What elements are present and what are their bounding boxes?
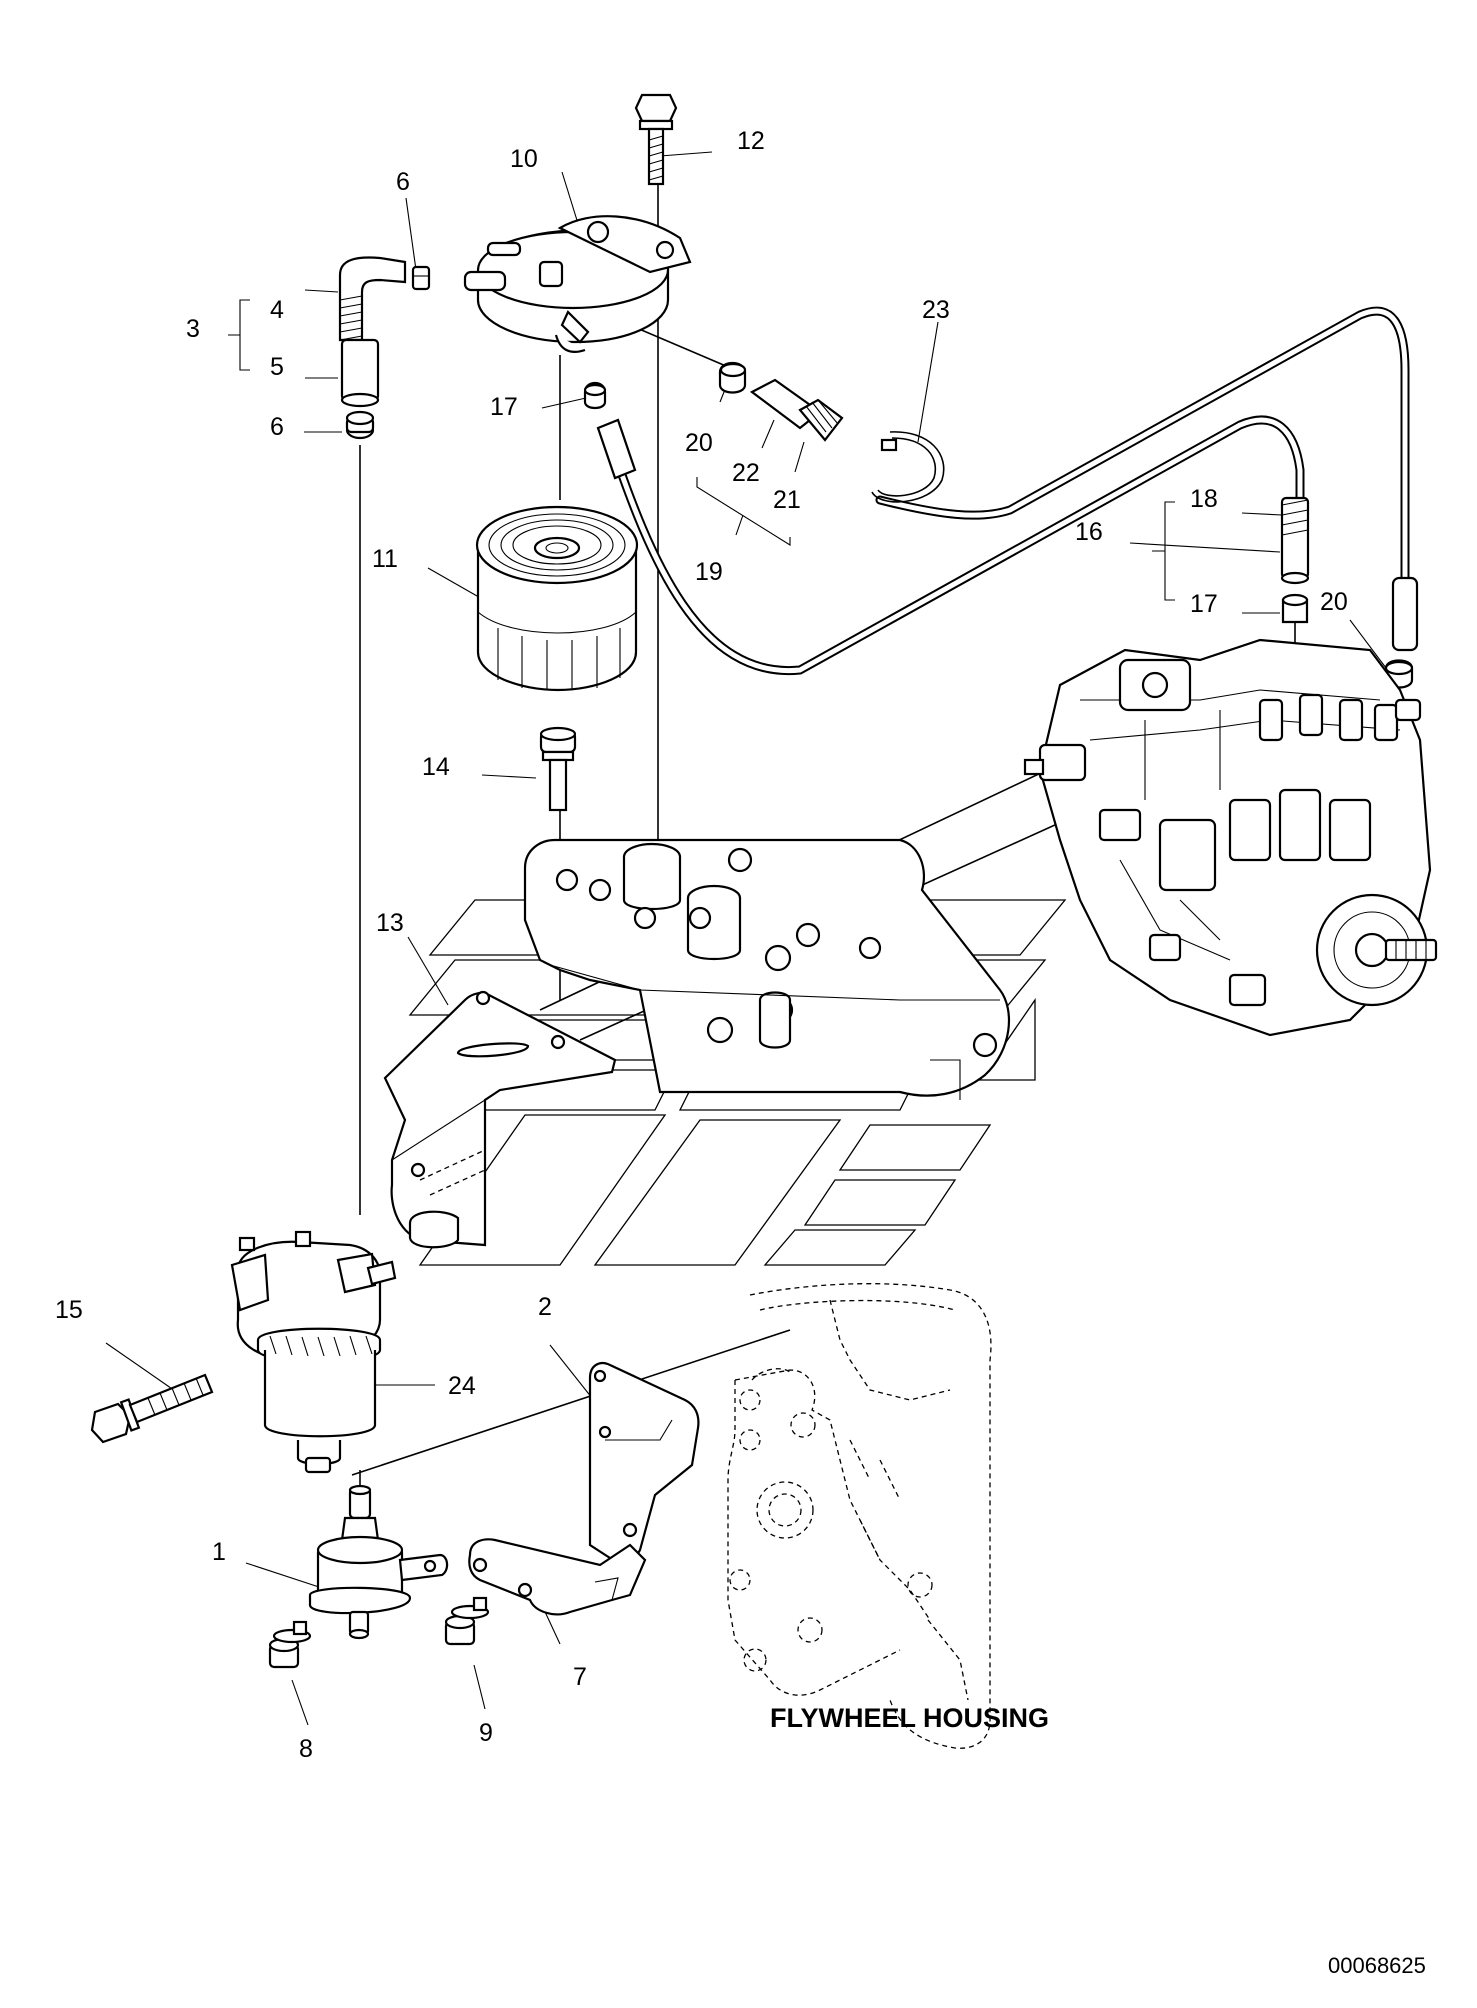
callout-21: 21 bbox=[773, 486, 801, 514]
callout-15: 15 bbox=[55, 1296, 83, 1324]
callout-6-lower: 6 bbox=[270, 413, 284, 441]
callout-1: 1 bbox=[212, 1538, 226, 1566]
flywheel-housing bbox=[727, 1283, 992, 1749]
clamp-17-upper bbox=[583, 381, 607, 410]
hose-stub-right bbox=[1391, 576, 1419, 652]
hose-assembly-3 bbox=[338, 256, 407, 408]
hose-18 bbox=[1280, 496, 1310, 585]
callout-4: 4 bbox=[270, 296, 284, 324]
bracket-13 bbox=[383, 990, 617, 1249]
engine-manifold bbox=[523, 838, 1011, 1100]
callout-23: 23 bbox=[922, 296, 950, 324]
bolt-8 bbox=[268, 1620, 312, 1669]
callout-8: 8 bbox=[299, 1735, 313, 1763]
callout-6-upper: 6 bbox=[396, 168, 410, 196]
callout-12: 12 bbox=[737, 127, 765, 155]
callout-17-lower: 17 bbox=[1190, 590, 1218, 618]
injection-pump bbox=[1023, 638, 1438, 1037]
callout-10: 10 bbox=[510, 145, 538, 173]
callout-9: 9 bbox=[479, 1719, 493, 1747]
bolt-14 bbox=[539, 726, 577, 812]
fuel-line-16 bbox=[605, 306, 1410, 676]
callout-7: 7 bbox=[573, 1663, 587, 1691]
clamp-20-upper bbox=[718, 361, 747, 394]
filter-cartridge-11 bbox=[475, 505, 639, 692]
callout-18: 18 bbox=[1190, 485, 1218, 513]
clamp-band-23 bbox=[871, 431, 945, 503]
water-separator-24 bbox=[230, 1230, 397, 1474]
callout-22: 22 bbox=[732, 459, 760, 487]
callout-14: 14 bbox=[422, 753, 450, 781]
callout-13: 13 bbox=[376, 909, 404, 937]
callout-16: 16 bbox=[1075, 518, 1103, 546]
document-number: 00068625 bbox=[1328, 1953, 1426, 1978]
clamp-17-lower bbox=[1281, 593, 1309, 624]
clamp-6-upper bbox=[411, 265, 431, 291]
fuel-pump-1 bbox=[308, 1484, 449, 1640]
callout-5: 5 bbox=[270, 353, 284, 381]
clamp-6-lower bbox=[345, 410, 375, 440]
bracket-7 bbox=[468, 1538, 647, 1616]
filter-head-10 bbox=[463, 215, 692, 353]
bolt-15 bbox=[90, 1373, 214, 1444]
callout-3: 3 bbox=[186, 315, 200, 343]
hose-stub-upper bbox=[596, 418, 637, 480]
flywheel-housing-caption: FLYWHEEL HOUSING bbox=[770, 1703, 1049, 1733]
callout-20-upper: 20 bbox=[685, 429, 713, 457]
callout-17-upper: 17 bbox=[490, 393, 518, 421]
callout-2: 2 bbox=[538, 1293, 552, 1321]
callout-20-lower: 20 bbox=[1320, 588, 1348, 616]
callout-11: 11 bbox=[372, 545, 398, 573]
callout-24: 24 bbox=[448, 1372, 476, 1400]
bracket-2 bbox=[588, 1362, 700, 1563]
callouts: 1 2 3 4 5 6 6 7 8 9 10 11 12 13 14 15 16… bbox=[55, 127, 1348, 1763]
bolt-9 bbox=[444, 1596, 490, 1646]
hose-19 bbox=[749, 378, 844, 442]
bolt-12 bbox=[634, 93, 678, 186]
callout-19: 19 bbox=[695, 558, 723, 586]
